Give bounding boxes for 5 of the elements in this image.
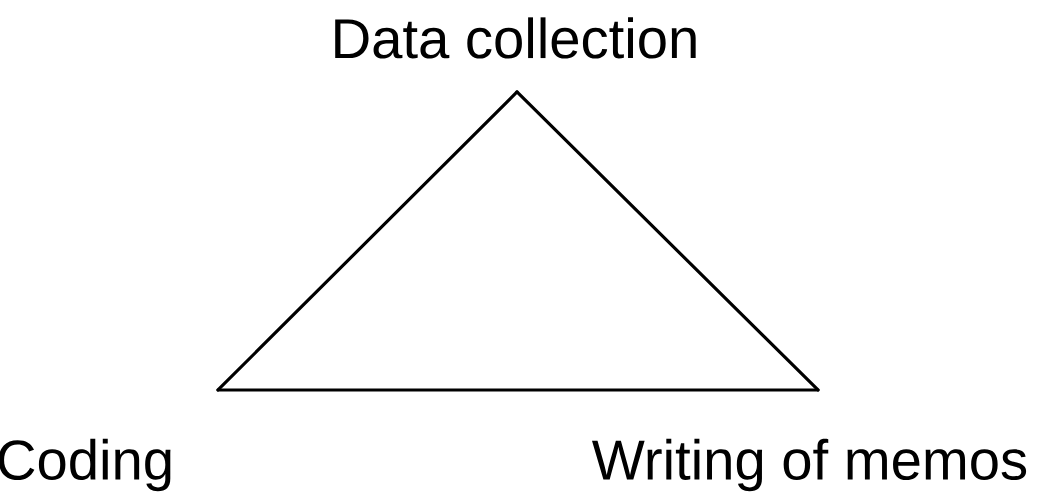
line [216, 388, 820, 392]
node-label: Writing of memos [592, 438, 1027, 492]
line [216, 90, 519, 392]
line [515, 90, 820, 392]
node-label: Data collection [335, 17, 696, 59]
